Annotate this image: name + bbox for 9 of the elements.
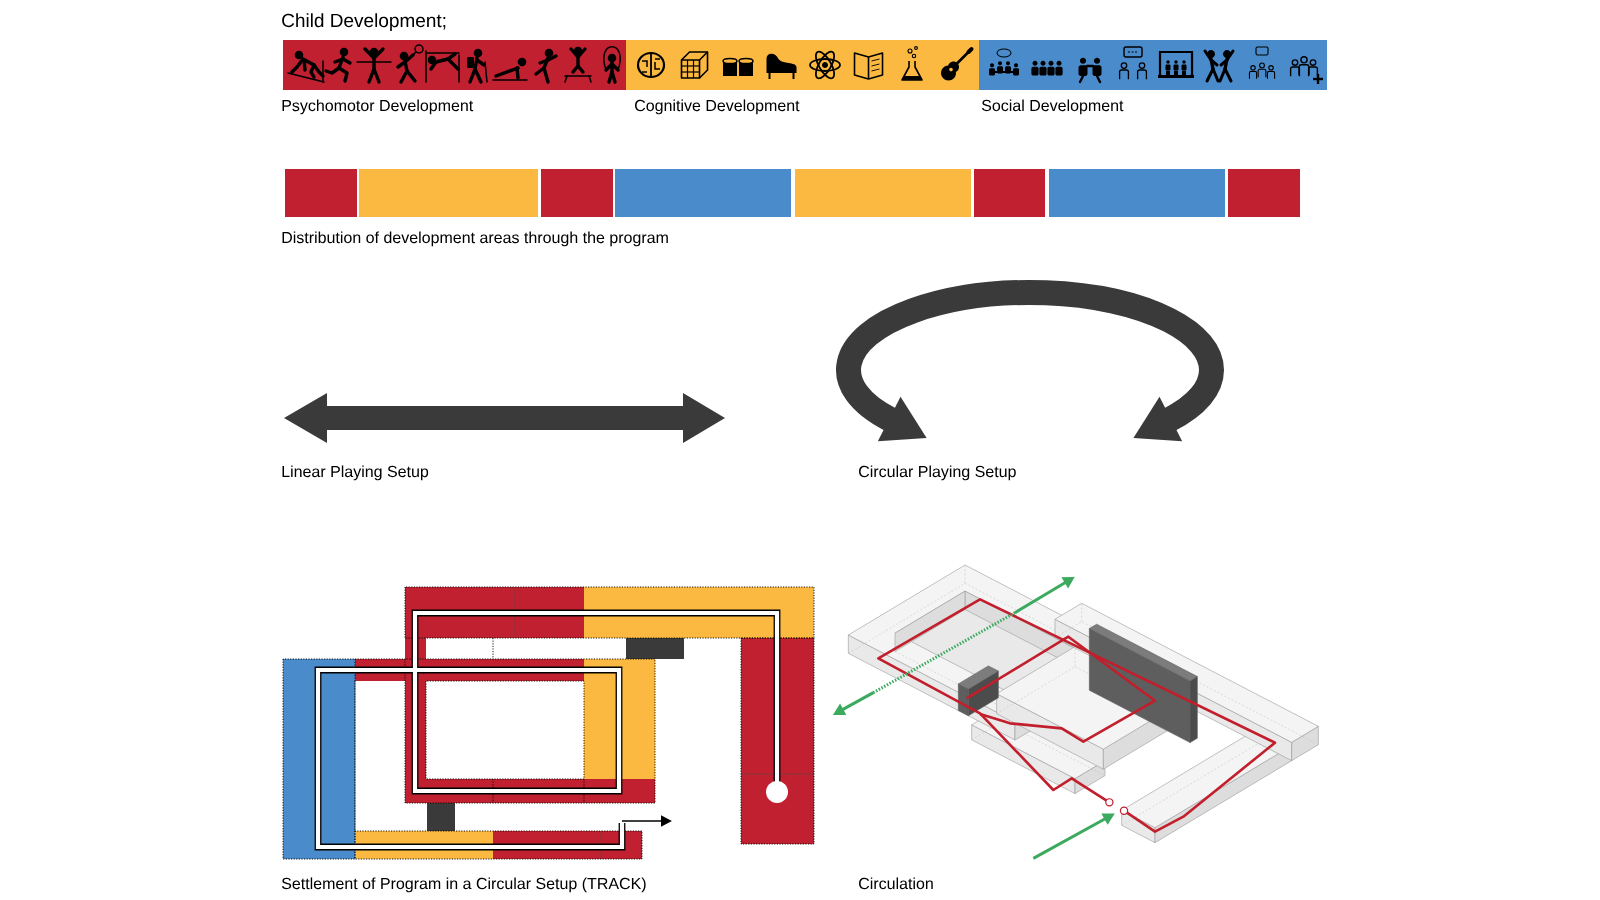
caption: Distribution of development areas through the program <box>282 231 668 247</box>
caption: Circulation <box>859 877 933 890</box>
caption: Settlement of Program in a Circular Setup (TRACK) <box>281 877 646 893</box>
band-heading: Cognitive Development <box>635 99 800 115</box>
band-heading: Social Development <box>981 99 1124 115</box>
caption: Circular Playing Setup <box>859 465 1016 481</box>
band-heading: Psychomotor Development <box>282 99 474 115</box>
caption: Linear Playing Setup <box>282 465 429 481</box>
title: Child Development; <box>282 13 446 31</box>
